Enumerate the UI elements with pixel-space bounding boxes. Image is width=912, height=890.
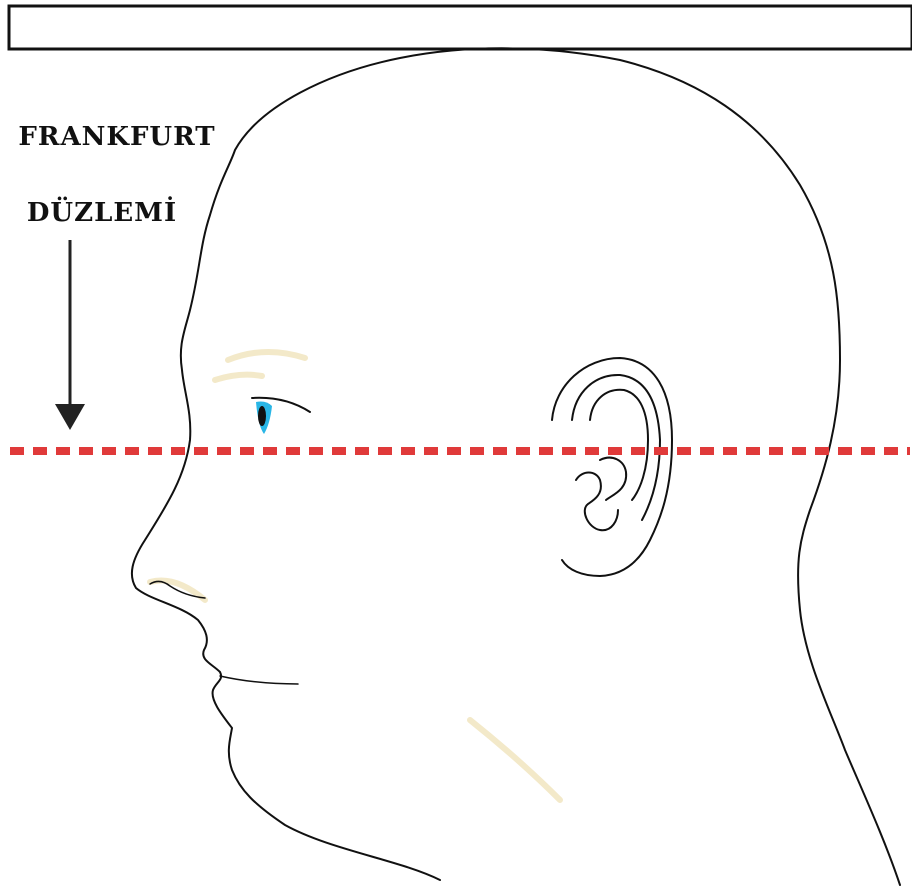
frankfurt-label-line2: DÜZLEMİ	[27, 196, 177, 228]
eye-icon	[256, 402, 272, 435]
ear	[552, 358, 672, 576]
mouth	[220, 676, 298, 684]
frankfurt-label-line1: FRANKFURT	[18, 122, 215, 152]
down-arrow-icon	[55, 240, 85, 430]
top-bar	[9, 6, 912, 49]
skin-shading	[150, 352, 560, 800]
